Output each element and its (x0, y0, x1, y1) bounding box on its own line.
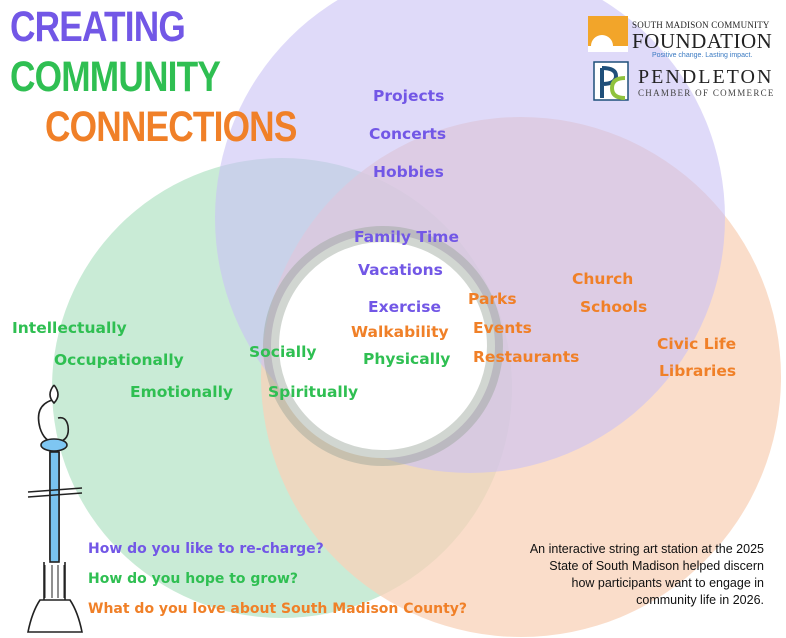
title-line-creating: CREATING (10, 3, 186, 51)
footnote: An interactive string art station at the… (529, 542, 764, 607)
label-walkability: Walkability (351, 323, 449, 341)
label-parks: Parks (468, 290, 517, 308)
foundation-logo (588, 16, 628, 57)
label-schools: Schools (580, 298, 648, 316)
label-vacations: Vacations (358, 261, 443, 279)
label-occupationally: Occupationally (54, 351, 184, 369)
label-hobbies: Hobbies (373, 163, 444, 181)
title-line-community: COMMUNITY (10, 53, 221, 101)
question-grow: How do you hope to grow? (88, 571, 298, 587)
question-love: What do you love about South Madison Cou… (88, 601, 468, 617)
label-spiritually: Spiritually (268, 383, 359, 401)
lamp-post-illustration (27, 384, 83, 633)
label-church: Church (572, 270, 634, 288)
label-projects: Projects (373, 87, 445, 105)
pendleton-logo (592, 60, 632, 106)
label-concerts: Concerts (369, 125, 447, 143)
label-physically: Physically (363, 350, 451, 368)
label-civic-life: Civic Life (657, 335, 737, 353)
label-events: Events (473, 319, 532, 337)
foundation-top-text: South Madison Community (632, 20, 770, 30)
foundation-text: South Madison Community FOUNDATION Posit… (632, 20, 772, 59)
pendleton-name: PENDLETON (638, 66, 774, 88)
pendleton-sub: CHAMBER OF COMMERCE (638, 88, 775, 98)
foundation-tagline: Positive change. Lasting impact. (651, 52, 753, 59)
label-intellectually: Intellectually (12, 319, 127, 337)
pc-monogram-icon (593, 61, 629, 101)
label-emotionally: Emotionally (130, 383, 233, 401)
pendleton-text: PENDLETON CHAMBER OF COMMERCE (638, 66, 775, 98)
label-libraries: Libraries (659, 362, 737, 380)
center-white-circle (263, 226, 503, 466)
label-exercise: Exercise (368, 298, 441, 316)
label-restaurants: Restaurants (473, 348, 580, 366)
label-family-time: Family Time (354, 228, 459, 246)
sunrise-icon (588, 16, 628, 57)
title-line-connections: CONNECTIONS (45, 103, 297, 151)
label-socially: Socially (249, 343, 317, 361)
question-recharge: How do you like to re-charge? (88, 541, 324, 557)
foundation-name: FOUNDATION (632, 29, 773, 53)
